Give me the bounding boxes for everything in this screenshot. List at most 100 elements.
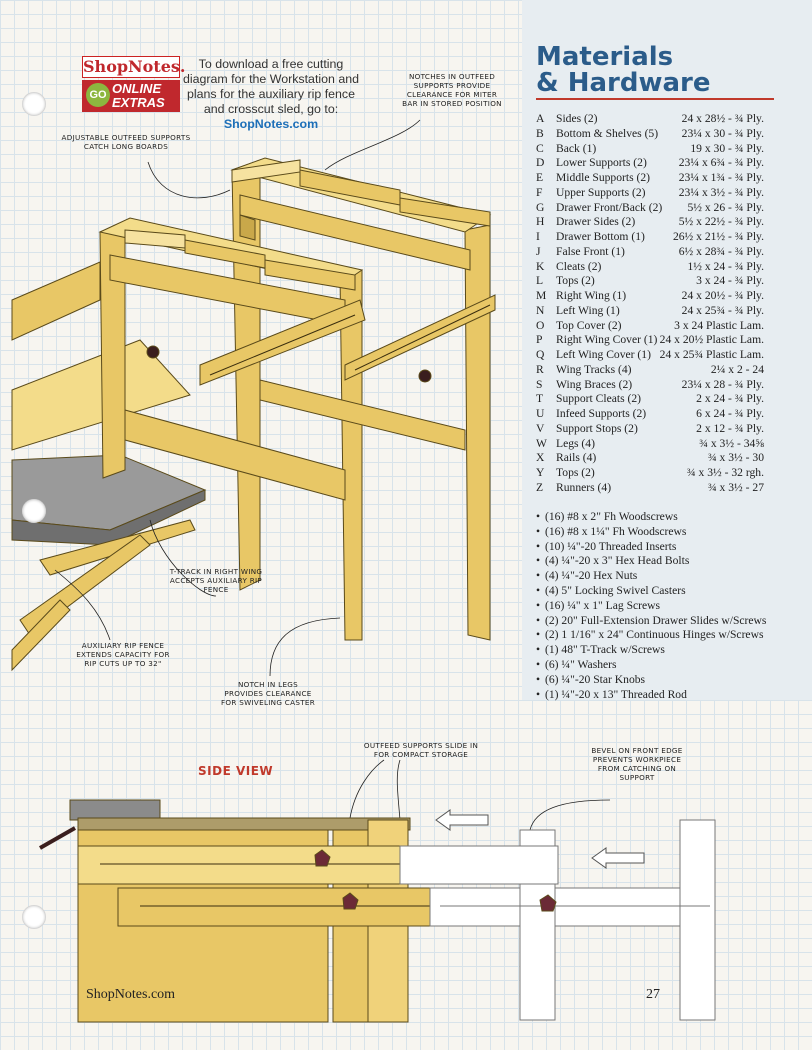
bullet-icon: • (536, 672, 541, 686)
hardware-text: (6) ¼" Washers (545, 657, 617, 671)
material-row: G Drawer Front/Back (2) 5½ x 26 - ¾ Ply. (536, 201, 764, 216)
bullet-icon: • (536, 554, 541, 568)
material-name: Drawer Bottom (1) (556, 230, 645, 243)
hardware-text: (10) ¼"-20 Threaded Inserts (545, 539, 677, 553)
materials-sidebar (522, 0, 812, 700)
material-letter: W (536, 436, 547, 450)
material-size: 23¼ x 30 - ¾ Ply. (681, 126, 764, 140)
hardware-text: (16) ¼" x 1" Lag Screws (545, 598, 661, 612)
footer-site: ShopNotes.com (86, 987, 176, 1002)
material-size: 6½ x 28¾ - ¾ Ply. (678, 244, 764, 258)
material-name: Drawer Front/Back (2) (556, 200, 663, 214)
material-letter: K (536, 259, 545, 273)
hardware-text: (16) #8 x 2" Fh Woodscrews (545, 510, 678, 523)
material-name: Drawer Sides (2) (556, 215, 636, 229)
title-rule (536, 98, 774, 100)
promo-link[interactable]: ShopNotes.com (223, 117, 319, 131)
material-size: ¾ x 3½ - 27 (707, 480, 764, 494)
logo-banner: ONLINE EXTRAS (82, 80, 180, 112)
material-letter: A (536, 112, 545, 125)
material-name: Right Wing Cover (1) (556, 333, 658, 347)
material-name: Wing Tracks (4) (556, 362, 632, 376)
material-letter: Q (536, 348, 545, 361)
material-size: 26½ x 21½ - ¾ Ply. (672, 230, 764, 243)
callout-notchlegs: Notch in legs provides clearance for swi… (220, 680, 316, 707)
material-row: R Wing Tracks (4) 2¼ x 2 - 24 (536, 363, 764, 378)
hardware-item: •(1) 48" T-Track w/Screws (536, 643, 776, 658)
material-letter: D (536, 156, 545, 170)
bullet-icon: • (536, 687, 541, 701)
material-letter: J (536, 244, 541, 258)
hardware-item: •(6) ¼"-20 Star Knobs (536, 673, 776, 688)
material-letter: F (536, 185, 543, 199)
material-size: 23¼ x 6¾ - ¾ Ply. (678, 156, 764, 170)
material-size: 2¼ x 2 - 24 (710, 362, 764, 376)
side-view-label: SIDE VIEW (198, 764, 274, 778)
material-letter: Z (536, 480, 544, 494)
promo-text: To download a free cutting diagram for t… (182, 57, 360, 132)
material-letter: M (536, 289, 547, 302)
logo-extras: EXTRAS (112, 95, 165, 110)
bullet-icon: • (536, 524, 541, 538)
bullet-icon: • (536, 628, 541, 642)
bullet-icon: • (536, 510, 541, 523)
material-letter: L (536, 274, 544, 288)
hardware-item: • (4) ¼"-20 x 3" Hex Head Bolts (536, 554, 776, 569)
material-size: ¾ x 3½ - 30 (707, 451, 764, 465)
bullet-icon: • (536, 583, 541, 597)
bullet-icon: • (536, 613, 541, 627)
online-extras-logo: ShopNotes. ONLINE EXTRAS GO (82, 56, 186, 112)
material-name: Support Cleats (2) (556, 392, 642, 406)
logo-online: ONLINE (112, 81, 162, 96)
material-name: False Front (1) (556, 244, 625, 258)
hardware-text: (4) ¼"-20 x 3" Hex Head Bolts (545, 554, 690, 568)
material-row: A Sides (2) 24 x 28½ - ¾ Ply. (536, 112, 764, 127)
material-letter: O (536, 318, 545, 332)
material-letter: U (536, 407, 545, 420)
material-size: 5½ x 26 - ¾ Ply. (687, 200, 764, 214)
material-letter: B (536, 126, 544, 140)
material-size: 24 x 28½ - ¾ Ply. (681, 112, 764, 125)
hardware-text: (1) ¼"-20 x 13" Threaded Rod (545, 687, 687, 701)
hardware-item: •(6) ¼" Washers (536, 658, 776, 673)
material-letter: E (536, 171, 544, 184)
material-name: Middle Supports (2) (556, 171, 651, 184)
hardware-text: (4) 5" Locking Swivel Casters (545, 583, 686, 597)
material-size: 23¼ x 28 - ¾ Ply. (681, 377, 764, 391)
material-letter: R (536, 362, 544, 376)
material-row: W Legs (4) ¾ x 3½ - 34⅝ (536, 437, 764, 452)
hardware-text: (4) ¼"-20 Hex Nuts (545, 569, 638, 583)
material-letter: H (536, 215, 545, 229)
callout-ttrack: T-track in right wing accepts auxiliary … (169, 567, 263, 594)
punch-hole (22, 499, 46, 523)
materials-title: Materials & Hardware (536, 44, 756, 96)
hardware-text: (16) #8 x 1¼" Fh Woodscrews (545, 524, 687, 538)
material-name: Sides (2) (556, 112, 598, 125)
hardware-item: •(2) 20" Full-Extension Drawer Slides w/… (536, 614, 776, 629)
material-letter: I (536, 230, 540, 243)
bullet-icon: • (536, 598, 541, 612)
hardware-item: •(2) 1 1/16" x 24" Continuous Hinges w/S… (536, 628, 776, 643)
material-letter: G (536, 200, 545, 214)
hardware-item: • (16) #8 x 2" Fh Woodscrews (536, 510, 776, 525)
bullet-icon: • (536, 569, 541, 583)
material-size: ¾ x 3½ - 34⅝ (699, 436, 764, 450)
material-name: Legs (4) (556, 436, 595, 450)
material-name: Rails (4) (556, 451, 597, 465)
material-row: J False Front (1) 6½ x 28¾ - ¾ Ply. (536, 245, 764, 260)
material-size: 2 x 12 - ¾ Ply. (696, 421, 764, 435)
